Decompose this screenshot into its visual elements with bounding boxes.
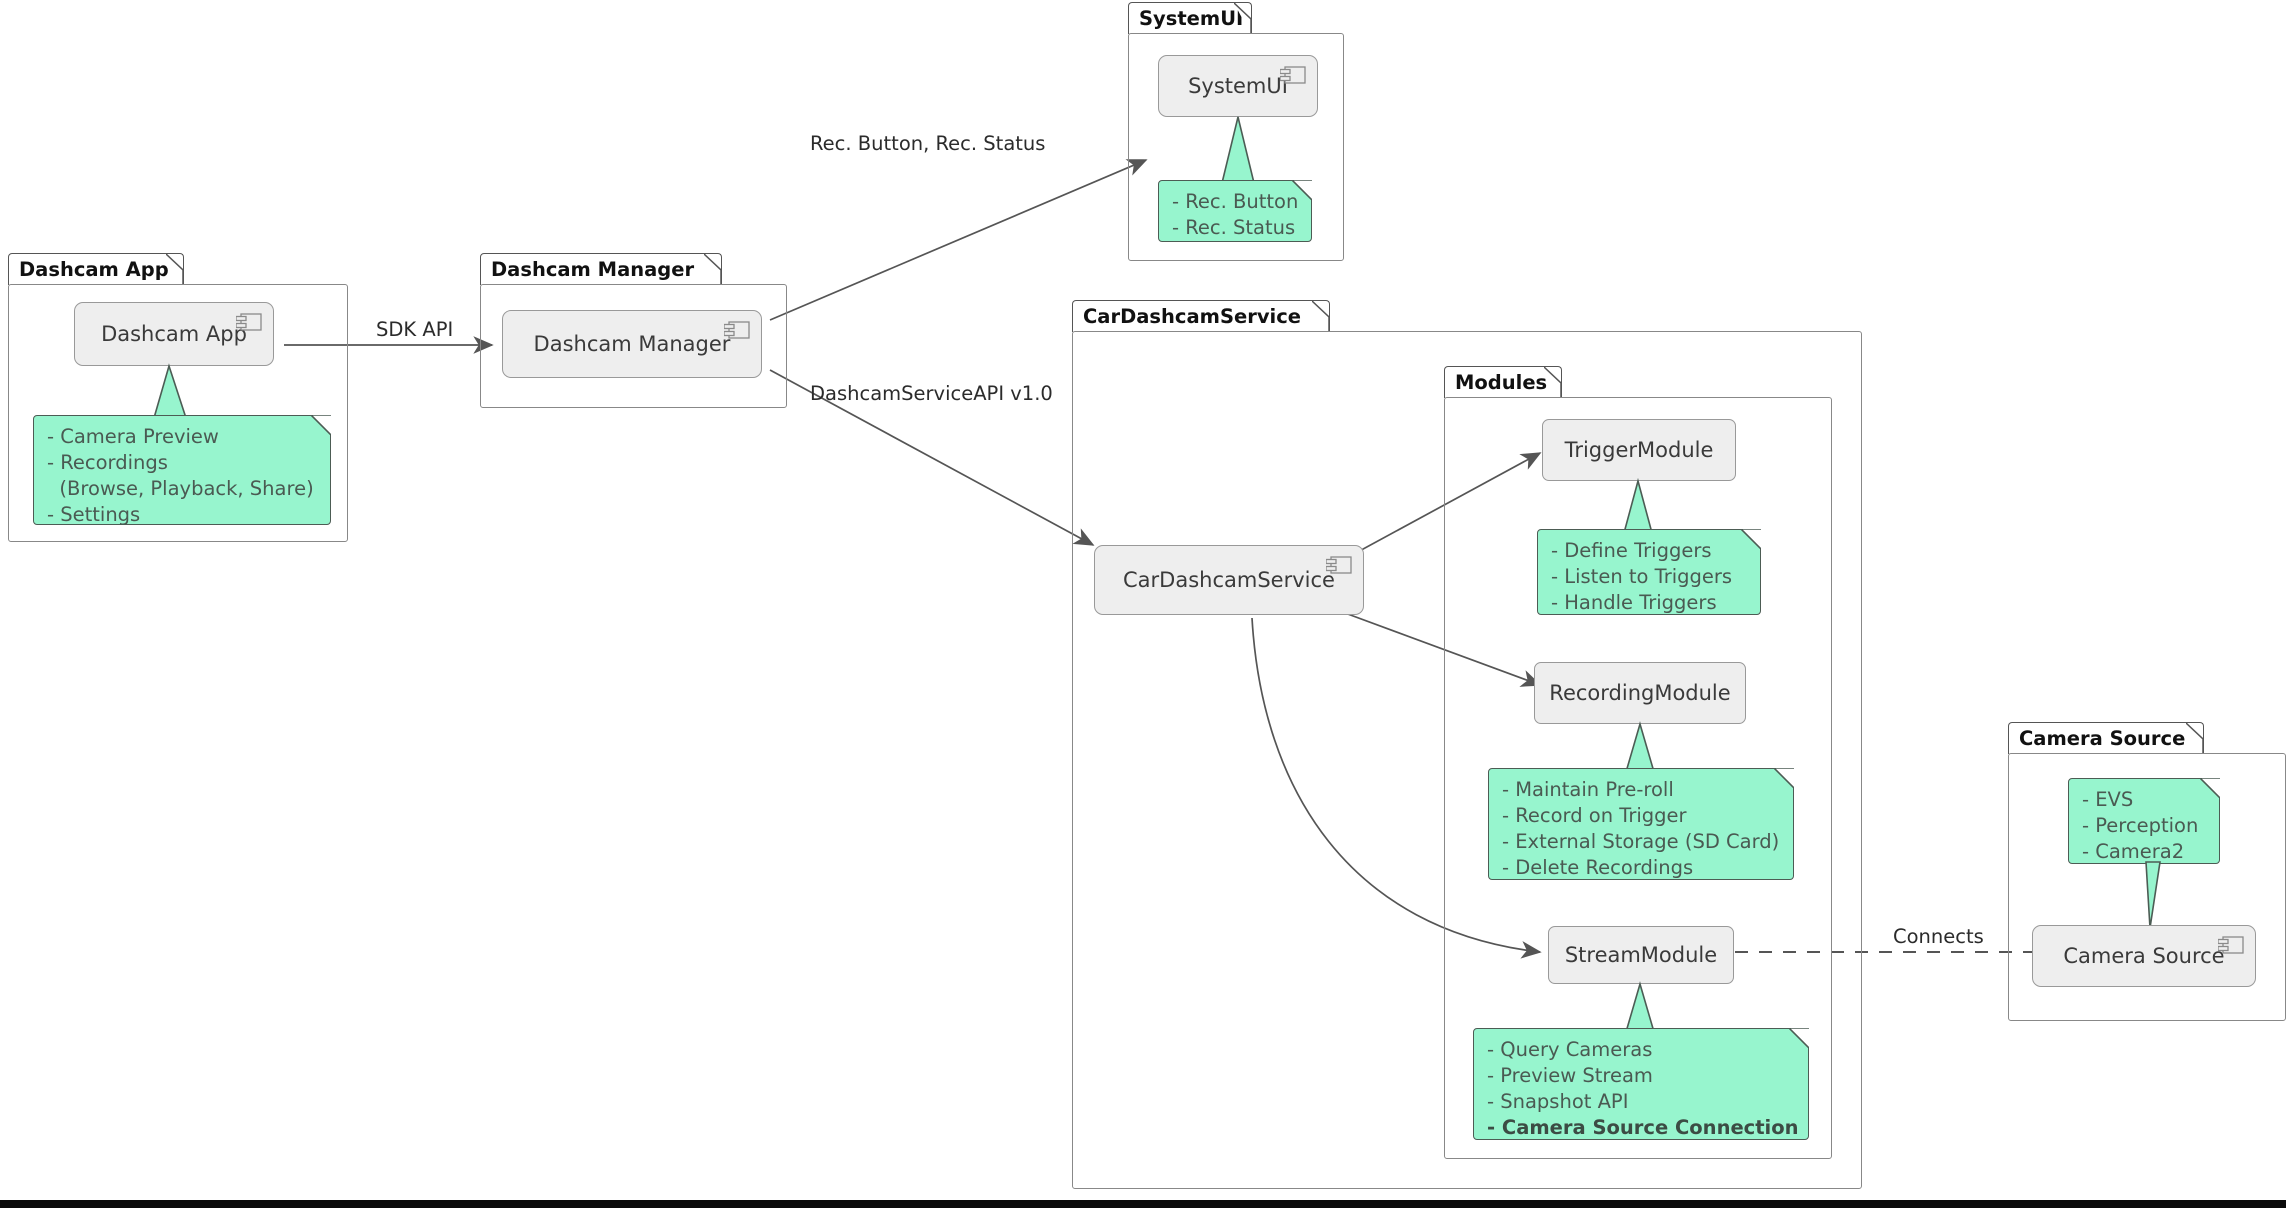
note-systemui: - Rec. Button - Rec. Status: [1158, 179, 1313, 242]
package-tab-dashcam-manager: Dashcam Manager: [480, 253, 722, 285]
note-line: - Listen to Triggers: [1551, 565, 1733, 588]
note-fold-corner: [2199, 777, 2221, 799]
edge-label-sdk-api: SDK API: [376, 318, 454, 341]
component-triggermodule[interactable]: TriggerModule: [1542, 419, 1736, 481]
note-line: - Rec. Button: [1172, 190, 1299, 213]
note-line: - Delete Recordings: [1502, 856, 1694, 879]
note-line: - Camera Preview: [47, 425, 219, 448]
edge-label-connects: Connects: [1887, 925, 1990, 948]
component-cardashcamservice[interactable]: CarDashcamService: [1094, 545, 1364, 615]
component-label-dashcam-app: Dashcam App: [101, 322, 247, 346]
component-label-dashcam-manager: Dashcam Manager: [533, 332, 731, 356]
component-label-cardashcamservice: CarDashcamService: [1123, 568, 1335, 592]
package-tab-dashcam-app: Dashcam App: [8, 253, 184, 285]
component-recordingmodule[interactable]: RecordingModule: [1534, 662, 1746, 724]
component-label-recordingmodule: RecordingModule: [1549, 681, 1731, 705]
folder-tab-slant: [1544, 367, 1562, 398]
note-streammodule: - Query Cameras - Preview Stream - Snaps…: [1473, 1027, 1810, 1140]
note-line: - Query Cameras: [1487, 1038, 1653, 1061]
note-line: (Browse, Playback, Share): [47, 477, 314, 500]
note-line: - Preview Stream: [1487, 1064, 1653, 1087]
note-line: - Handle Triggers: [1551, 591, 1717, 614]
note-line: - Camera Source Connection: [1487, 1116, 1799, 1139]
component-stereotype-icon: [1279, 66, 1306, 84]
package-tab-cardashcamservice: CarDashcamService: [1072, 300, 1330, 332]
component-dashcam-manager[interactable]: Dashcam Manager: [502, 310, 762, 378]
folder-tab-slant: [1234, 3, 1252, 34]
note-line: - EVS: [2082, 788, 2134, 811]
component-label-triggermodule: TriggerModule: [1564, 438, 1714, 462]
edge-label-dashcamserviceapi: DashcamServiceAPI v1.0: [810, 382, 1053, 405]
component-dashcam-app[interactable]: Dashcam App: [74, 302, 274, 366]
component-stereotype-icon: [1325, 556, 1352, 574]
package-dashcam-manager: [480, 284, 787, 408]
note-recordingmodule: - Maintain Pre-roll - Record on Trigger …: [1488, 767, 1795, 880]
edge-label-rec-button-status: Rec. Button, Rec. Status: [810, 132, 1046, 155]
note-fold-corner: [1788, 1027, 1810, 1049]
edge-rec-button-status: [769, 159, 1148, 321]
note-fold-corner: [1773, 767, 1795, 789]
note-fold-corner: [1740, 528, 1762, 550]
note-line: - Camera2: [2082, 840, 2185, 863]
component-streammodule[interactable]: StreamModule: [1548, 926, 1734, 984]
note-line: - Settings: [47, 503, 141, 526]
package-title-systemui: SystemUI: [1139, 7, 1244, 30]
package-dashcam-app: [8, 284, 348, 542]
folder-tab-slant: [166, 254, 184, 285]
package-title-dashcam-manager: Dashcam Manager: [491, 258, 695, 281]
component-camera-source[interactable]: Camera Source: [2032, 925, 2256, 987]
note-fold-corner: [1291, 179, 1313, 201]
package-modules: [1444, 397, 1832, 1159]
package-title-camera-source: Camera Source: [2019, 727, 2186, 750]
note-line: - Snapshot API: [1487, 1090, 1629, 1113]
package-tab-modules: Modules: [1444, 366, 1562, 398]
bottom-bar: [0, 1200, 2286, 1208]
note-line: - Maintain Pre-roll: [1502, 778, 1674, 801]
note-line: - External Storage (SD Card): [1502, 830, 1780, 853]
note-triggermodule: - Define Triggers - Listen to Triggers -…: [1537, 528, 1762, 615]
package-tab-systemui: SystemUI: [1128, 2, 1252, 34]
package-title-dashcam-app: Dashcam App: [19, 258, 169, 281]
note-camera-source: - EVS - Perception - Camera2: [2068, 777, 2221, 864]
note-line: - Define Triggers: [1551, 539, 1712, 562]
note-dashcam-app: - Camera Preview - Recordings (Browse, P…: [33, 414, 332, 526]
component-label-camera-source: Camera Source: [2063, 944, 2225, 968]
component-stereotype-icon: [235, 313, 262, 331]
package-title-modules: Modules: [1455, 371, 1548, 394]
note-line: - Perception: [2082, 814, 2199, 837]
note-line: - Rec. Status: [1172, 216, 1296, 239]
component-stereotype-icon: [723, 321, 750, 339]
package-systemui: [1128, 33, 1344, 261]
folder-tab-slant: [1312, 301, 1330, 332]
component-stereotype-icon: [2217, 936, 2244, 954]
note-fold-corner: [310, 414, 332, 436]
note-line: - Record on Trigger: [1502, 804, 1687, 827]
package-title-cardashcamservice: CarDashcamService: [1083, 305, 1302, 328]
folder-tab-slant: [704, 254, 722, 285]
folder-tab-slant: [2186, 723, 2204, 754]
component-systemui[interactable]: SystemUI: [1158, 55, 1318, 117]
package-cardashcamservice: [1072, 331, 1862, 1189]
component-label-systemui: SystemUI: [1188, 74, 1288, 98]
package-tab-camera-source: Camera Source: [2008, 722, 2204, 754]
component-label-streammodule: StreamModule: [1564, 943, 1718, 967]
note-line: - Recordings: [47, 451, 168, 474]
